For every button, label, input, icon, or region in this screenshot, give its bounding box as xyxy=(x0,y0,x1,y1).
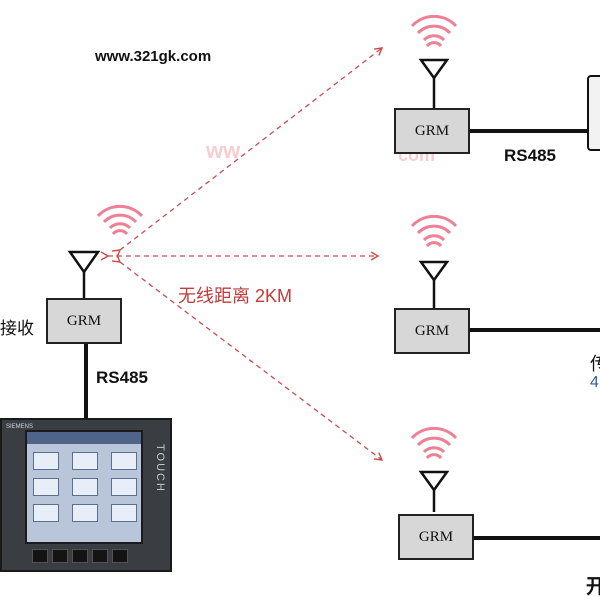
panel-function-key xyxy=(112,549,128,563)
grm-module-receiver: GRM xyxy=(46,298,122,344)
antenna-icon xyxy=(418,470,450,512)
antenna-icon xyxy=(418,58,450,108)
screen-app-icon xyxy=(111,504,137,522)
screen-app-icon xyxy=(72,452,98,470)
screen-app-icon xyxy=(33,478,59,496)
hmi-touch-panel: SIEMENS TOUCH xyxy=(0,418,172,572)
panel-function-key xyxy=(92,549,108,563)
signal-wave-icon xyxy=(410,14,458,48)
remote-device-partial xyxy=(587,75,600,151)
panel-function-key xyxy=(52,549,68,563)
antenna-icon xyxy=(418,260,450,308)
watermark-url: www.321gk.com xyxy=(95,48,212,65)
screen-app-icon xyxy=(72,504,98,522)
wireless-link-top xyxy=(111,47,384,258)
rs485-label-remote-1: RS485 xyxy=(504,146,556,165)
receiver-label: 接收 xyxy=(0,319,34,338)
wireless-distance-label: 无线距离 2KM xyxy=(178,286,293,306)
rs485-label-receiver: RS485 xyxy=(96,368,148,387)
edge-text-fragment: 开 xyxy=(586,576,600,598)
screen-app-icon xyxy=(72,478,98,496)
hmi-screen xyxy=(25,430,143,544)
screen-header xyxy=(27,432,141,444)
panel-function-key xyxy=(32,549,48,563)
signal-wave-icon xyxy=(410,426,458,460)
grm-module-remote-3: GRM xyxy=(398,514,474,560)
screen-app-icon xyxy=(33,504,59,522)
screen-app-icon xyxy=(111,452,137,470)
screen-app-icon xyxy=(111,478,137,496)
grm-module-remote-2: GRM xyxy=(394,308,470,354)
antenna-icon xyxy=(67,250,101,298)
signal-wave-icon xyxy=(410,214,458,248)
screen-app-icon xyxy=(33,452,59,470)
edge-text-fragment: 4 xyxy=(590,374,599,391)
panel-brand: SIEMENS xyxy=(6,424,34,430)
edge-text-fragment: 传 xyxy=(590,354,600,374)
panel-function-key xyxy=(72,549,88,563)
signal-wave-icon xyxy=(96,204,144,236)
watermark-fragment: ww xyxy=(206,138,241,163)
panel-touch-label: TOUCH xyxy=(154,444,166,493)
grm-module-remote-1: GRM xyxy=(394,108,470,154)
wireless-link-bottom xyxy=(111,254,384,461)
